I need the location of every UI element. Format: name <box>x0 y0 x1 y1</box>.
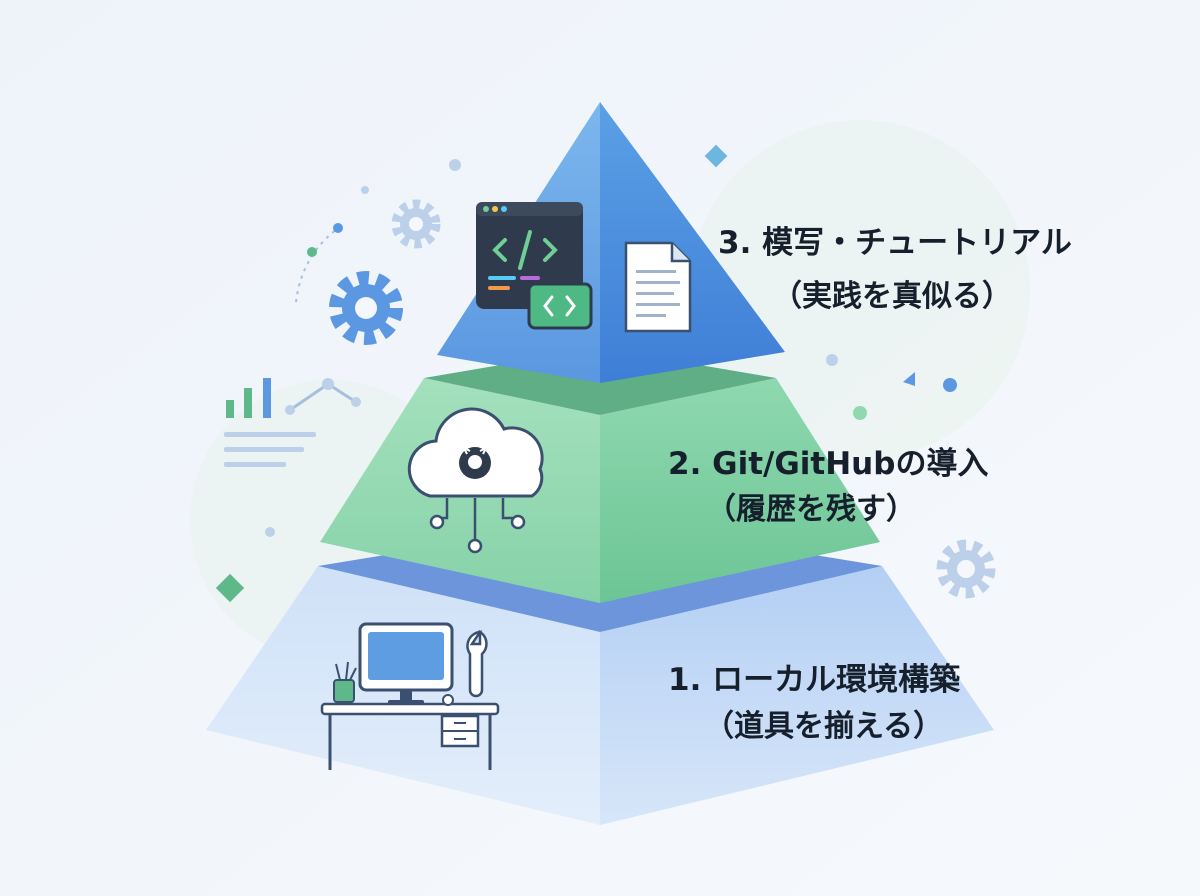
triangle <box>903 372 915 386</box>
dot <box>449 159 461 171</box>
dot <box>333 223 343 233</box>
dot <box>826 354 838 366</box>
desk-computer-icon <box>320 622 500 770</box>
tier-1-title: 1. ローカル環境構築 <box>668 662 961 698</box>
tier-3-title: 3. 模写・チュートリアル <box>718 225 1072 261</box>
chart-icon <box>224 378 361 467</box>
dot <box>361 186 369 194</box>
dot <box>853 406 867 420</box>
tier-3-subtitle: （実践を真似る） <box>772 279 1012 314</box>
tier-2-subtitle: （履歴を残す） <box>706 492 916 527</box>
document-icon <box>624 241 692 333</box>
gear-icon <box>936 539 996 599</box>
tier-2-title: 2. Git/GitHubの導入 <box>668 446 989 482</box>
gear-icon <box>391 199 441 249</box>
code-window-icon <box>476 202 593 330</box>
tier-1-subtitle: （道具を揃える） <box>704 709 944 744</box>
dot <box>943 378 957 392</box>
gear-icon <box>329 271 403 345</box>
dot <box>265 527 275 537</box>
diamond <box>215 573 245 603</box>
dotted-arc <box>295 223 345 303</box>
github-cloud-icon <box>407 407 544 554</box>
dot <box>307 247 317 257</box>
background-blob <box>690 120 1030 460</box>
